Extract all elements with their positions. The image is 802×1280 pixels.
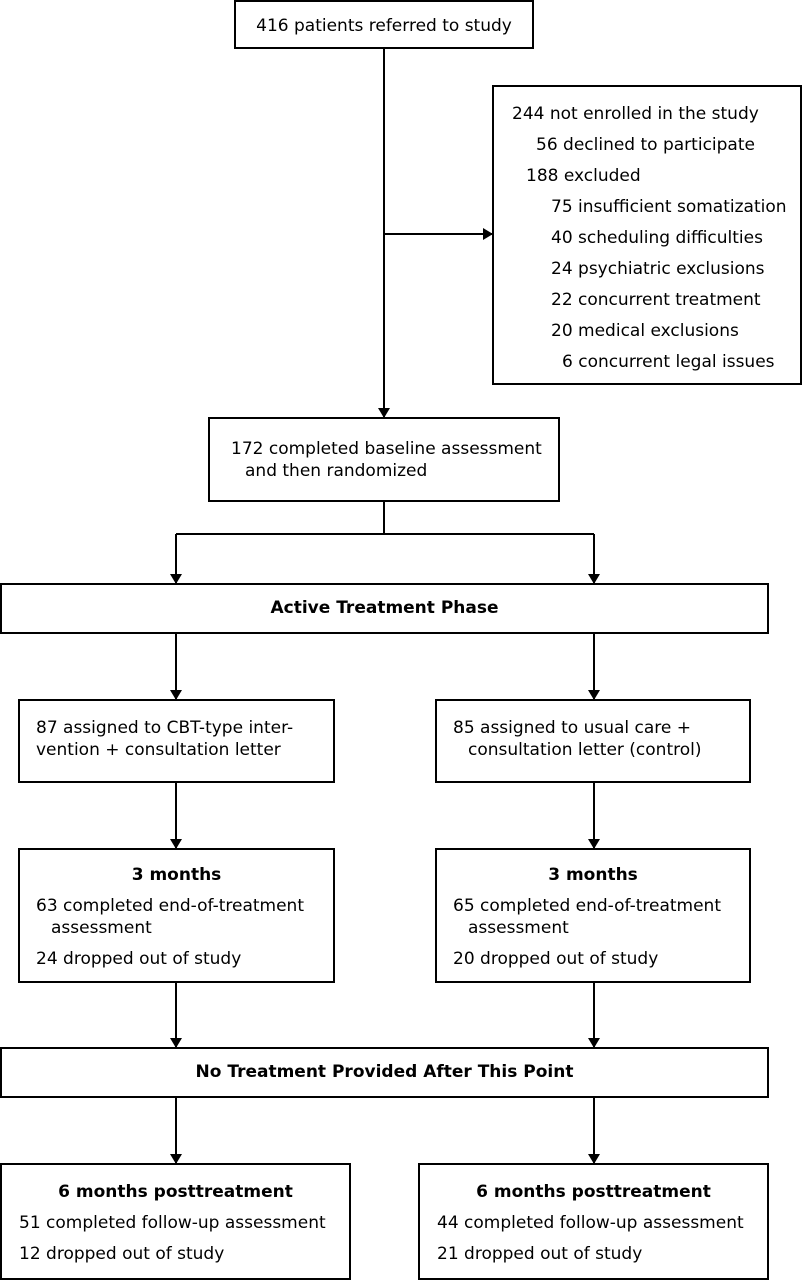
control-6-months-title: 6 months posttreatment (476, 1182, 711, 1202)
control-arm-line2: consultation letter (control) (468, 740, 702, 760)
cbt-6-months-box: 6 months posttreatment 51 completed foll… (0, 1163, 351, 1280)
cbt-6-months-completed: 51 completed follow-up assessment (19, 1213, 326, 1233)
cbt-3-months-title: 3 months (131, 865, 222, 885)
control-arm-line1: 85 assigned to usual care + (453, 718, 692, 738)
control-3-months-completed-cont: assessment (468, 918, 569, 938)
cbt-arm-box: 87 assigned to CBT-type inter- vention +… (18, 699, 335, 783)
cbt-6-months-title: 6 months posttreatment (58, 1182, 293, 1202)
no-treatment-phase-label: No Treatment Provided After This Point (195, 1062, 574, 1082)
randomized-box: 172 completed baseline assessment and th… (208, 417, 560, 502)
control-3-months-title: 3 months (548, 865, 638, 885)
cbt-3-months-completed-cont: assessment (51, 918, 152, 938)
control-arm-box: 85 assigned to usual care + consultation… (435, 699, 751, 783)
control-6-months-dropped: 21 dropped out of study (437, 1244, 643, 1264)
not-enrolled-box: 244 not enrolled in the study 56 decline… (492, 85, 802, 385)
cbt-3-months-box: 3 months 63 completed end-of-treatment a… (18, 848, 335, 983)
referred-box: 416 patients referred to study (234, 0, 534, 49)
exclusion-reason: 24 psychiatric exclusions (551, 259, 765, 279)
exclusion-reason: 20 medical exclusions (551, 321, 739, 341)
control-3-months-box: 3 months 65 completed end-of-treatment a… (435, 848, 751, 983)
cbt-arm-line1: 87 assigned to CBT-type inter- (36, 718, 294, 738)
cbt-3-months-dropped: 24 dropped out of study (36, 949, 242, 969)
exclusion-reason: 40 scheduling difficulties (551, 228, 763, 248)
randomized-line2: and then randomized (245, 461, 428, 481)
randomized-line1: 172 completed baseline assessment (231, 439, 542, 459)
exclusion-reason: 75 insufficient somatization (551, 197, 787, 217)
declined-text: 56 declined to participate (536, 135, 755, 155)
cbt-6-months-dropped: 12 dropped out of study (19, 1244, 225, 1264)
no-treatment-phase-bar: No Treatment Provided After This Point (0, 1047, 769, 1098)
exclusion-reason: 22 concurrent treatment (551, 290, 761, 310)
not-enrolled-title: 244 not enrolled in the study (512, 104, 759, 124)
split-connector (176, 501, 385, 535)
cbt-arm-line2: vention + consultation letter (36, 740, 281, 760)
control-3-months-completed: 65 completed end-of-treatment (453, 896, 721, 916)
excluded-text: 188 excluded (526, 166, 641, 186)
control-3-months-dropped: 20 dropped out of study (453, 949, 659, 969)
control-6-months-completed: 44 completed follow-up assessment (437, 1213, 744, 1233)
active-treatment-phase-label: Active Treatment Phase (270, 598, 499, 618)
active-treatment-phase-bar: Active Treatment Phase (0, 583, 769, 634)
referred-text: 416 patients referred to study (256, 16, 512, 36)
exclusion-reason: 6 concurrent legal issues (562, 352, 775, 372)
control-6-months-box: 6 months posttreatment 44 completed foll… (418, 1163, 769, 1280)
cbt-3-months-completed: 63 completed end-of-treatment (36, 896, 304, 916)
